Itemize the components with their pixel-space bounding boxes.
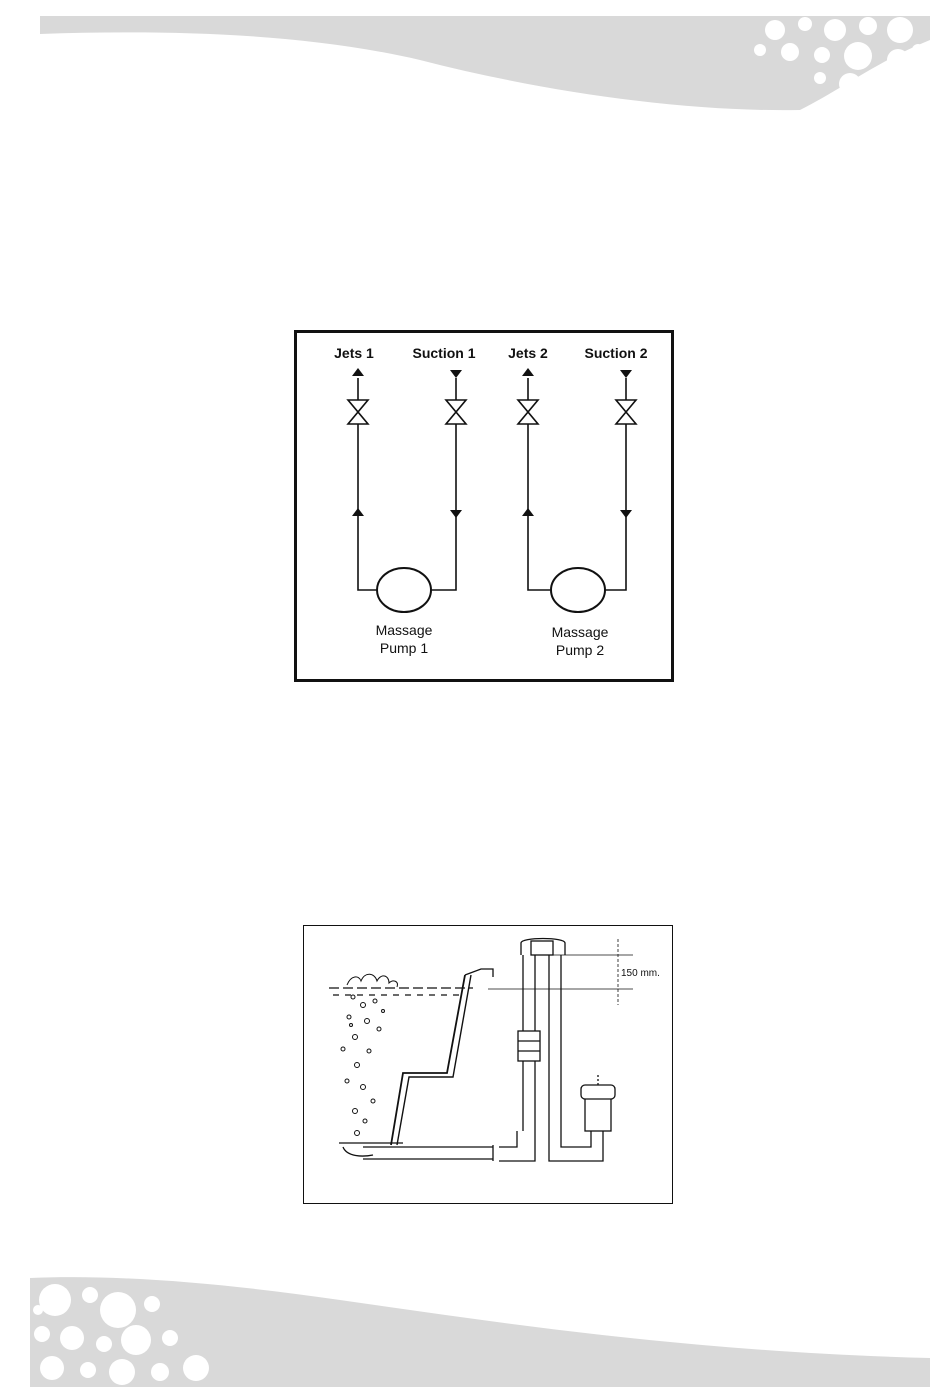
label-jets-2: Jets 2 <box>508 345 548 361</box>
pump-2-label-line-2: Pump 2 <box>556 642 604 658</box>
pump-1-label-line-2: Pump 1 <box>380 640 428 656</box>
pipe-installation-illustration: 150 mm. <box>303 925 673 1204</box>
dimension-label: 150 mm. <box>621 968 660 979</box>
header-decorative-band <box>0 0 950 130</box>
massage-pump-1-symbol <box>377 568 431 612</box>
pump-1-label-line-1: Massage <box>376 622 433 638</box>
label-suction-2: Suction 2 <box>584 345 647 361</box>
label-jets-1: Jets 1 <box>334 345 374 361</box>
pump-plumbing-schematic: Jets 1 Suction 1 Jets 2 Suction 2 Massag… <box>294 330 674 682</box>
label-suction-1: Suction 1 <box>412 345 475 361</box>
massage-pump-2-symbol <box>551 568 605 612</box>
pump-2-label-line-1: Massage <box>552 624 609 640</box>
footer-decorative-band <box>0 1260 950 1387</box>
